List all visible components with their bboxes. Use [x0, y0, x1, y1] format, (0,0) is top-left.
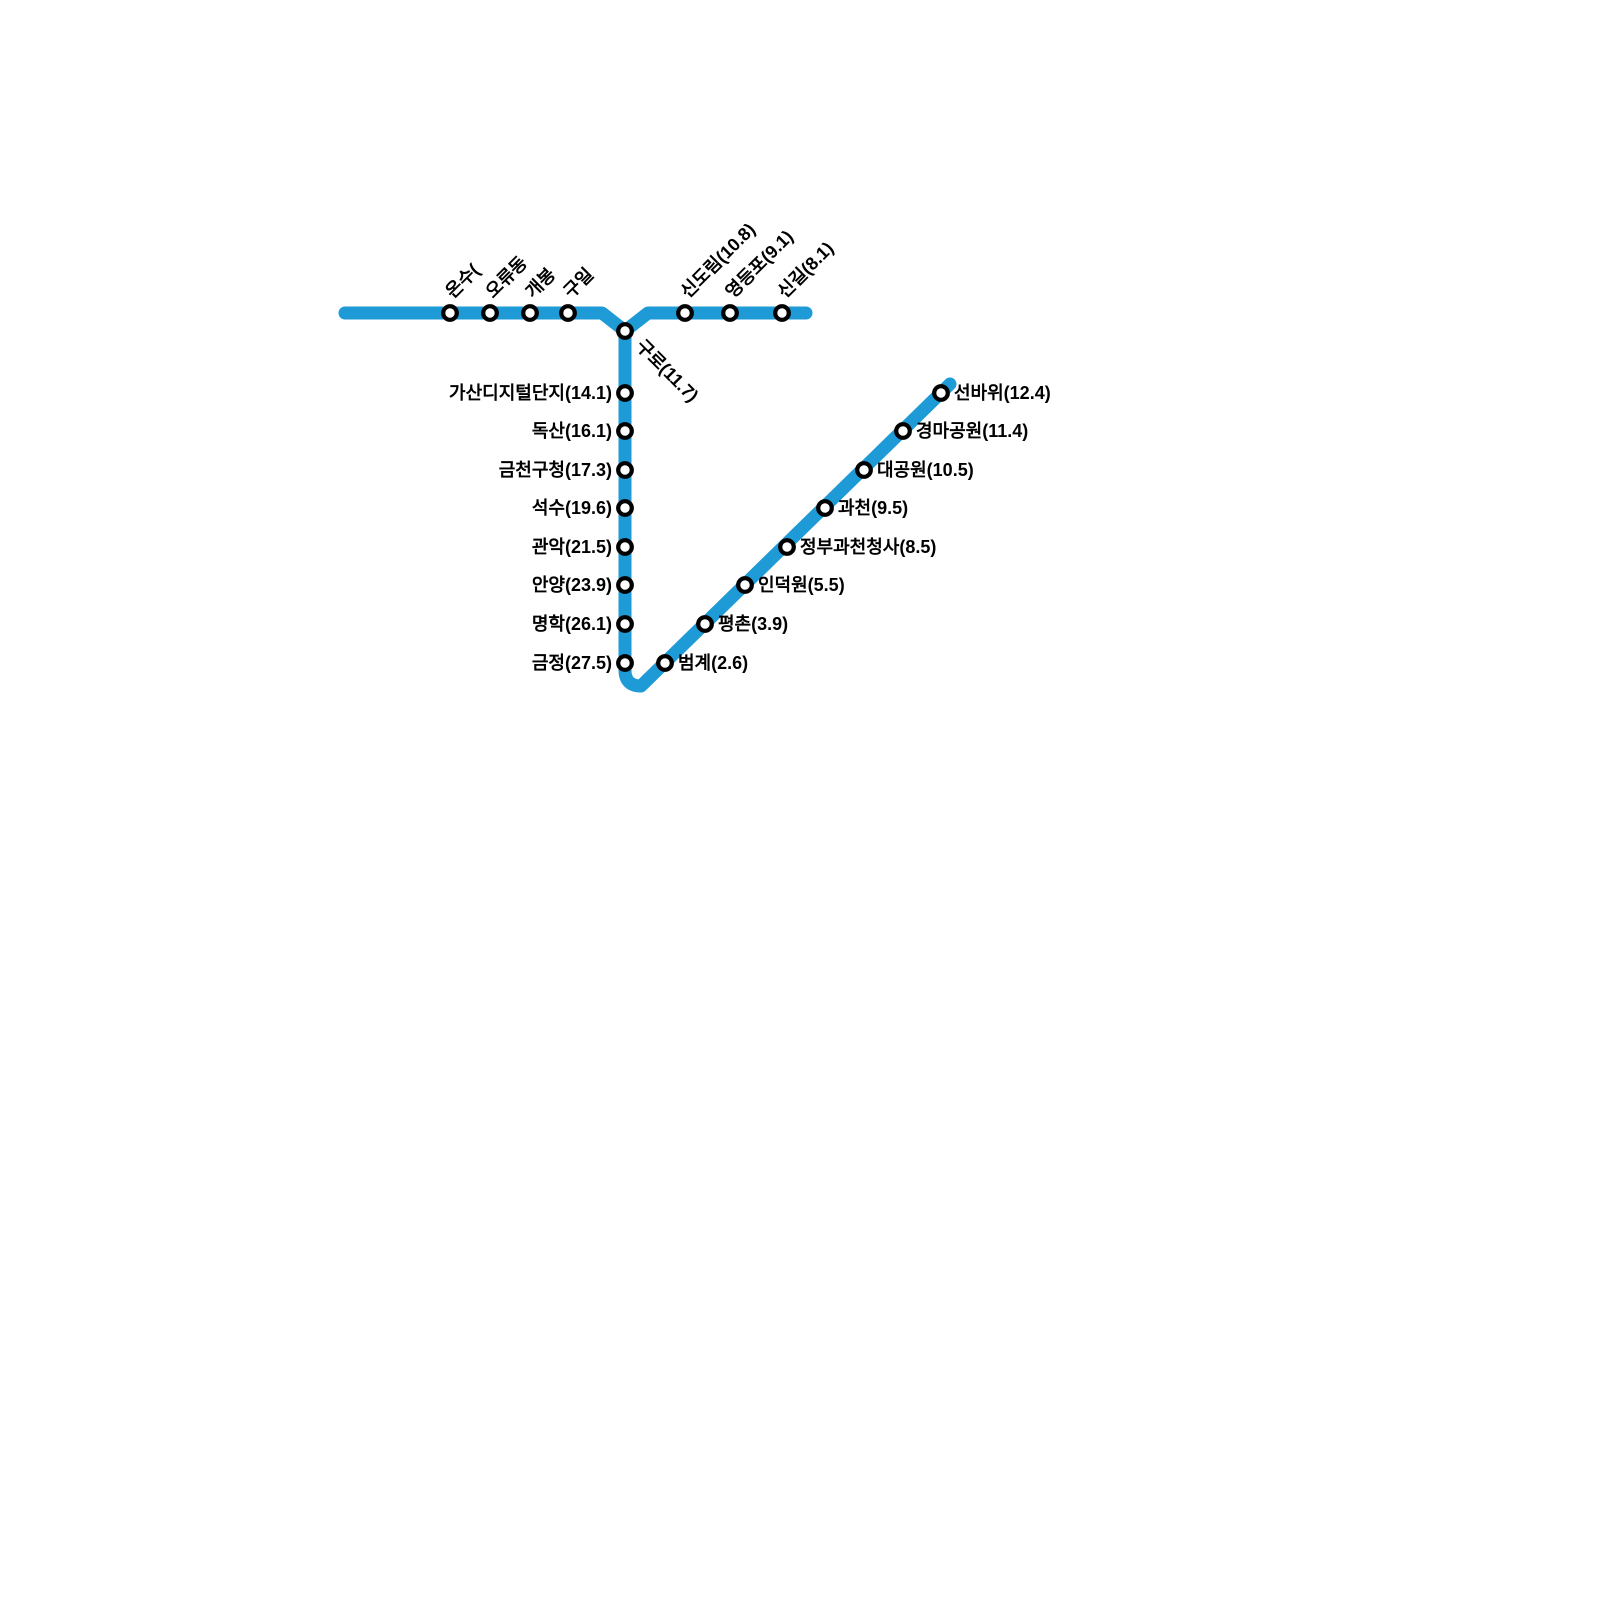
station-label: 구일 — [560, 264, 598, 302]
station-label: 독산(16.1) — [532, 421, 612, 441]
station-marker — [616, 322, 634, 340]
station-label: 금정(27.5) — [532, 653, 612, 673]
station-label: 정부과천청사(8.5) — [800, 537, 936, 557]
station-marker — [559, 304, 577, 322]
station-label: 선바위(12.4) — [954, 383, 1051, 403]
station-marker — [616, 499, 634, 517]
station-marker — [616, 654, 634, 672]
station-marker — [481, 304, 499, 322]
station-marker — [932, 384, 950, 402]
station-marker — [816, 499, 834, 517]
station-label: 인덕원(5.5) — [758, 575, 845, 595]
station-marker — [656, 654, 674, 672]
station-label: 범계(2.6) — [678, 653, 748, 673]
station-marker — [616, 538, 634, 556]
station-marker — [616, 615, 634, 633]
station-marker — [521, 304, 539, 322]
station-label: 과천(9.5) — [838, 498, 908, 518]
station-label: 오류동 — [482, 253, 531, 302]
station-marker — [616, 384, 634, 402]
station-marker — [616, 461, 634, 479]
station-label: 구로(11.7) — [632, 336, 702, 406]
station-label: 금천구청(17.3) — [499, 460, 612, 480]
station-marker — [676, 304, 694, 322]
station-marker — [778, 538, 796, 556]
station-label: 평촌(3.9) — [718, 614, 788, 634]
station-label: 안양(23.9) — [532, 575, 612, 595]
station-label: 경마공원(11.4) — [916, 421, 1028, 441]
station-marker — [721, 304, 739, 322]
station-marker — [773, 304, 791, 322]
station-label: 가산디지털단지(14.1) — [449, 383, 612, 403]
station-marker — [616, 422, 634, 440]
station-label: 관악(21.5) — [532, 537, 612, 557]
station-marker — [616, 576, 634, 594]
station-label: 명학(26.1) — [532, 613, 612, 634]
station-label: 대공원(10.5) — [877, 460, 974, 480]
station-label: 석수(19.6) — [532, 498, 612, 518]
station-marker — [696, 615, 714, 633]
station-marker — [736, 576, 754, 594]
station-marker — [894, 422, 912, 440]
station-marker — [855, 461, 873, 479]
station-marker — [441, 304, 459, 322]
station-label: 온수( — [442, 260, 484, 302]
